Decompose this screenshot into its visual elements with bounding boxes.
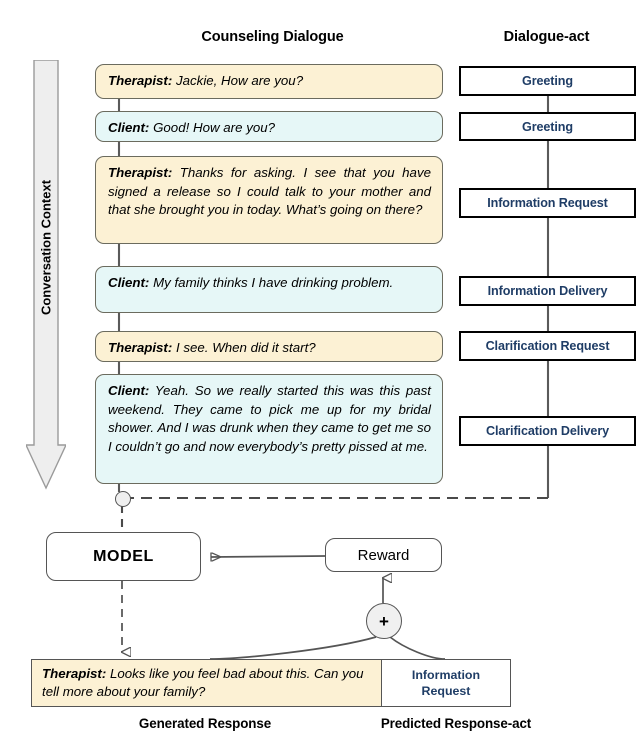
- utterance-text: Yeah. So we really started this was this…: [108, 383, 431, 454]
- counseling-dialogue-header: Counseling Dialogue: [201, 29, 344, 45]
- generated-response-caption: Generated Response: [138, 716, 272, 731]
- dialogue-act-box-6: Clarification Delivery: [459, 416, 636, 446]
- dialogue-act-box-2: Greeting: [459, 112, 636, 141]
- dialogue-act-header: Dialogue-act: [503, 29, 590, 45]
- dialogue-bubble-2: Client: Good! How are you?: [95, 111, 443, 142]
- context-arrow-shape: [24, 59, 68, 490]
- predicted-act-line-2: Request: [421, 684, 471, 698]
- utterance-text: My family thinks I have drinking problem…: [149, 275, 394, 290]
- model-node: MODEL: [46, 532, 201, 581]
- reward-to-model-arrow: [211, 556, 326, 557]
- conversation-context-arrow: Conversation Context: [24, 59, 68, 495]
- dialogue-bubble-6: Client: Yeah. So we really started this …: [95, 374, 443, 484]
- speaker-label: Therapist:: [42, 666, 107, 681]
- generated-response-text: Looks like you feel bad about this. Can …: [42, 666, 364, 700]
- dialogue-bubble-4: Client: My family thinks I have drinking…: [95, 266, 443, 313]
- dialogue-act-box-5: Clarification Request: [459, 331, 636, 361]
- context-junction-dot: [115, 491, 131, 507]
- plus-operator-node: +: [366, 603, 402, 639]
- utterance-text: Thanks for asking. I see that you have s…: [108, 165, 431, 218]
- dialogue-bubble-5: Therapist: I see. When did it start?: [95, 331, 443, 362]
- dialogue-bubble-3: Therapist: Thanks for asking. I see that…: [95, 156, 443, 244]
- speaker-label: Therapist:: [108, 165, 173, 180]
- generated-response-box: Therapist: Looks like you feel bad about…: [32, 660, 382, 706]
- dialogue-bubble-1: Therapist: Jackie, How are you?: [95, 64, 443, 99]
- predicted-act-line-1: Information: [411, 668, 481, 682]
- dialogue-act-box-3: Information Request: [459, 188, 636, 218]
- reward-node: Reward: [325, 538, 442, 572]
- utterance-text: I see. When did it start?: [172, 340, 316, 355]
- predicted-response-act-box: Information Request: [382, 660, 510, 706]
- speaker-label: Client:: [108, 120, 150, 135]
- speaker-label: Client:: [108, 275, 150, 290]
- output-row: Therapist: Looks like you feel bad about…: [31, 659, 511, 707]
- dialogue-act-box-1: Greeting: [459, 66, 636, 96]
- speaker-label: Client:: [108, 383, 150, 398]
- predicted-response-act-caption: Predicted Response-act: [380, 716, 532, 731]
- response-to-plus-line: [209, 636, 377, 660]
- utterance-text: Jackie, How are you?: [172, 73, 304, 88]
- dialogue-act-box-4: Information Delivery: [459, 276, 636, 306]
- speaker-label: Therapist:: [108, 340, 173, 355]
- speaker-label: Therapist:: [108, 73, 173, 88]
- act-to-plus-line: [389, 636, 446, 660]
- utterance-text: Good! How are you?: [149, 120, 276, 135]
- conversation-context-label: Conversation Context: [38, 179, 54, 316]
